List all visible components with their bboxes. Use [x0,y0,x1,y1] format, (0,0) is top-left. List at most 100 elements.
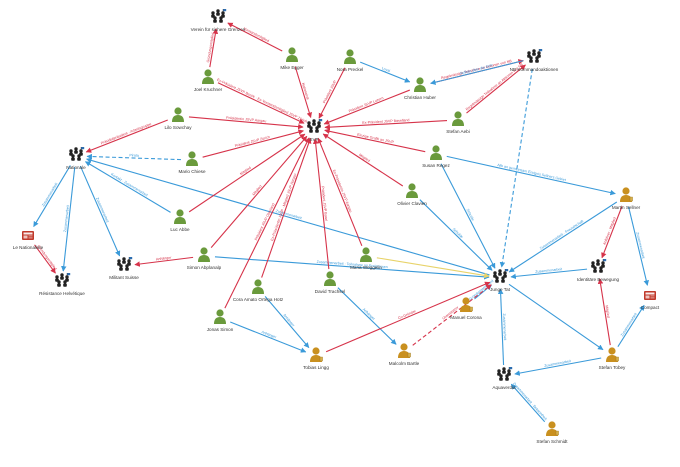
node-widerstand[interactable]: Résistance Helvétique [39,273,85,296]
node-label: David Trachsel [315,289,345,294]
node-label: Verein für sichere Grenzen [191,27,246,32]
person-icon [202,69,214,84]
node-manuel[interactable]: Manuel Corona [450,297,482,320]
node-junge[interactable]: Junge Tat [490,269,511,292]
edge-line [85,119,168,153]
node-christian[interactable]: Christian Huber [404,77,436,100]
edge-label: Mitglied [358,153,371,163]
edge-nora-christian: Loyal [360,61,411,83]
node-susan[interactable]: Susan Regez [422,145,450,168]
edge-label: Zusammenarbeit [275,209,302,220]
edge-line [224,137,310,309]
edge-line [446,155,616,196]
edge-stefan_t-aqua: Zusammenarbeit [514,357,602,376]
edge-line [261,137,312,278]
edge-label: Präsident JSVP Luzern [348,96,384,113]
edge-susan-svp: Einzige Grafik an JSVP [324,128,426,153]
edge-label: Präsidentin JSVP Aargau [226,116,266,123]
node-stefan_a[interactable]: Stefan Aebi [446,111,470,134]
edge-line [497,288,505,366]
node-label: Stefan Aebi [446,129,470,134]
node-simon[interactable]: Simon Abplanalp [187,247,222,270]
node-compact[interactable]: Compact [641,291,660,310]
edge-line [214,256,490,280]
edge-tobias-junge: Co-Gründer [325,281,491,353]
node-label: NB Kommandoaktionen [510,67,559,72]
node-label: Mike Egger [280,65,304,70]
node-identitaere[interactable]: Identitäre Bewegung [577,259,620,282]
node-label: Joel Kruchner [194,87,223,92]
edge-line [312,138,330,270]
node-stefan_s[interactable]: Stefan Schmidt [536,421,568,444]
node-label: Manuel Corona [450,315,482,320]
edge-line [227,22,283,52]
edge-line [33,165,71,228]
node-svp[interactable]: SVP [307,119,323,142]
node-joel[interactable]: Joel Kruchner [194,69,223,92]
edge-cora-tobias: Anhänger [264,296,310,349]
node-mike[interactable]: Mike Egger [280,47,304,70]
edge-label: Anführer · Mitglied [602,217,616,246]
node-label: SVP [309,137,318,142]
node-maria[interactable]: Maria Weggelin [350,247,382,270]
node-malcolm[interactable]: Malcolm Bartle [389,343,420,366]
node-label: Aquaverdia [492,385,516,390]
edge-maria-junge [376,257,490,279]
edge-line [323,89,410,125]
edge-line [597,278,611,346]
node-luis[interactable]: Lilo Sowchay [164,107,192,130]
node-luc[interactable]: Luc Abbe [170,209,190,232]
node-david[interactable]: David Trachsel [315,271,345,294]
group-icon [497,367,513,381]
group-icon [55,273,71,287]
person-icon [198,247,210,262]
node-label: Nationale [66,165,86,170]
person-icon [310,347,323,362]
node-verein[interactable]: Verein für sichere Grenzen [191,9,246,32]
node-nationale[interactable]: Nationale [66,147,86,170]
node-stefan_t[interactable]: Stefan Tobey [599,347,626,370]
node-label: Simon Abplanalp [187,265,222,270]
edge-line [61,166,76,272]
node-aqua[interactable]: Aquaverdia [492,367,516,390]
edge-susan-junge: Schulde [440,163,496,269]
edge-line [617,304,645,348]
edge-mario-svp: Präsident JSVP Zürich [202,129,304,158]
edge-label: Zusammenarbeit [635,232,645,259]
edge-nationale-mkt_suisse: Zusammenarbeit [79,165,121,257]
edge-simon-mkt_suisse: Anhänger [134,255,194,267]
edge-line [217,82,305,124]
edge-label: Präsident JSVP [322,79,337,104]
edge-line [510,383,546,423]
node-label: Nora Preckel [337,67,364,72]
edge-line [317,137,363,247]
node-mario[interactable]: Mario Chiese [178,151,206,174]
node-jonas[interactable]: Jonas Simon [207,309,234,332]
node-cora[interactable]: Cora Amato Ortega Hotz [233,279,284,302]
edge-label: Loyal [381,66,391,73]
edge-martin-identitaere: Anführer · Mitglied [601,206,623,259]
node-martin[interactable]: Martin Sellner [612,187,641,210]
node-nora[interactable]: Nora Preckel [337,49,364,72]
edge-nora-svp: Präsident JSVP [318,67,346,119]
edge-label: Präsident JSVP Basel [321,186,329,222]
node-mkt_suisse[interactable]: Militant Suisse [109,257,139,280]
edge-line [601,206,623,259]
person-icon [452,111,464,126]
edge-label: Zusammenarbeit [544,359,571,368]
edge-line [337,287,397,345]
edge-line [318,67,346,119]
edge-label: Kontakt · Zusammenarbeit [110,172,148,197]
node-roter_media[interactable]: Le Nationaliste [13,231,44,250]
person-icon [214,309,226,324]
edge-label: Zusammenarbeit [620,312,638,337]
node-olivier[interactable]: Olivier Clavien [397,183,427,206]
node-tobias[interactable]: Tobias Lingg [303,347,329,370]
edge-martin-junge: Zusammenarbeit · Freundschaft [508,201,618,273]
person-icon [186,151,198,166]
edge-label: Zusammenarbeit [535,267,562,274]
edge-label: Anhänger [282,313,296,328]
node-nb[interactable]: NB Kommandoaktionen [510,49,559,72]
edge-nb-junge [499,68,533,268]
